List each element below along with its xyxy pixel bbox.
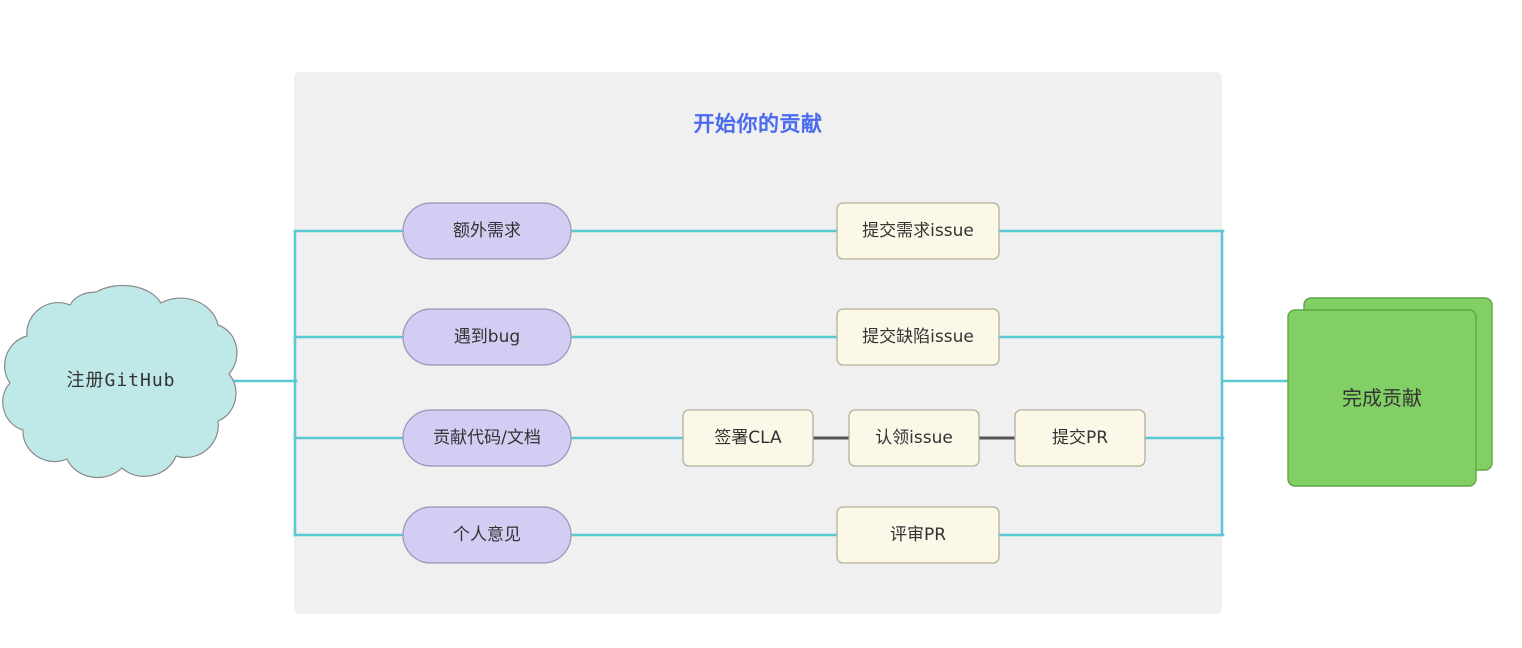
action-node-group: [682, 202, 1146, 564]
node-extra-requirement[interactable]: [402, 202, 572, 260]
category-node-group: [402, 202, 572, 564]
cloud-shape: [2, 284, 238, 479]
node-start-cloud[interactable]: [2, 284, 238, 479]
node-claim-issue[interactable]: [848, 409, 980, 467]
node-sign-cla[interactable]: [682, 409, 814, 467]
node-contribute-code[interactable]: [402, 409, 572, 467]
node-found-bug[interactable]: [402, 308, 572, 366]
page-title: 开始你的贡献: [693, 113, 823, 136]
node-submit-pr[interactable]: [1014, 409, 1146, 467]
node-submit-defect-issue[interactable]: [836, 308, 1000, 366]
node-review-pr[interactable]: [836, 506, 1000, 564]
teal-link-group: [230, 229, 1292, 537]
node-submit-feature-issue[interactable]: [836, 202, 1000, 260]
end-card-front-sheet: [1287, 309, 1477, 487]
node-end-card[interactable]: [1287, 297, 1493, 487]
node-personal-opinion[interactable]: [402, 506, 572, 564]
